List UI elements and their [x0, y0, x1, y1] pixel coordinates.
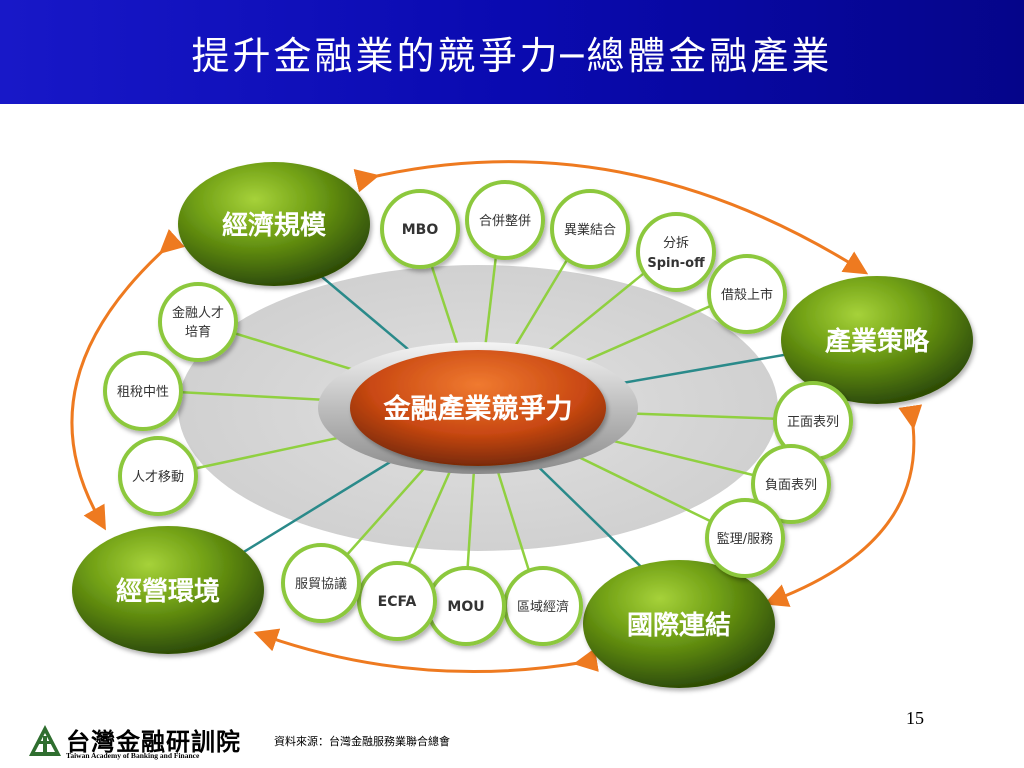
logo-text-cn: 台灣金融研訓院 — [66, 727, 241, 756]
arrow-top — [353, 160, 869, 275]
svg-text:金融人才: 金融人才 — [172, 305, 224, 321]
pillar-economies-of-scale: 經濟規模 — [178, 162, 370, 286]
svg-text:服貿協議: 服貿協議 — [295, 577, 347, 592]
bubble-merger: 合併整併 — [465, 180, 545, 260]
center-label: 金融產業競爭力 — [383, 393, 573, 425]
center-core — [350, 350, 606, 466]
pillar-label: 經營環境 — [116, 576, 220, 607]
bubble-ecfa: ECFA — [357, 561, 437, 641]
pillar-international-link: 國際連結 — [583, 560, 775, 688]
bubble-spin-off: 分拆 Spin-off — [636, 212, 716, 292]
competitiveness-diagram: 金融產業競爭力 經濟規模 產業策略 國際連結 經營環境 MBO 合併整併 異業結… — [70, 160, 973, 688]
bubble-mou: MOU — [426, 566, 506, 646]
bubble-talent-development: 金融人才 培育 — [158, 282, 238, 362]
svg-text:Spin-off: Spin-off — [647, 256, 705, 271]
svg-text:租稅中性: 租稅中性 — [117, 385, 169, 400]
logo-icon — [29, 725, 61, 756]
svg-text:MOU: MOU — [447, 599, 484, 615]
logo: 台灣金融研訓院 Taiwan Academy of Banking and Fi… — [28, 722, 258, 762]
arrow-left — [70, 229, 185, 531]
cycle-arrows — [70, 160, 923, 674]
svg-text:負面表列: 負面表列 — [765, 478, 817, 493]
source-note: 資料來源：台灣金融服務業聯合總會 — [274, 735, 450, 748]
bubble-regional-economy: 區域經濟 — [503, 566, 583, 646]
bubble-mbo: MBO — [380, 189, 460, 269]
bubble-tax-neutrality: 租稅中性 — [103, 351, 183, 431]
svg-text:培育: 培育 — [185, 324, 211, 340]
bubble-services-trade: 服貿協議 — [281, 543, 361, 623]
pillar-industry-strategy: 產業策略 — [781, 276, 973, 404]
arrow-bottom — [253, 628, 599, 674]
pillar-business-environment: 經營環境 — [72, 526, 264, 654]
logo-text-en: Taiwan Academy of Banking and Finance — [66, 751, 200, 760]
bubble-talent-mobility: 人才移動 — [118, 436, 198, 516]
svg-text:ECFA: ECFA — [378, 594, 417, 610]
slide-title: 提升金融業的競爭力─總體金融產業 — [191, 33, 833, 78]
bubble-supervision-service: 監理/服務 — [705, 498, 785, 578]
pillar-label: 產業策略 — [825, 326, 930, 357]
bubble-cross-industry: 異業結合 — [550, 189, 630, 269]
header-bar — [0, 0, 1024, 104]
svg-text:MBO: MBO — [402, 222, 439, 238]
svg-text:合併整併: 合併整併 — [479, 214, 531, 229]
svg-text:分拆: 分拆 — [663, 236, 689, 251]
svg-text:人才移動: 人才移動 — [132, 470, 184, 485]
svg-text:正面表列: 正面表列 — [787, 415, 839, 430]
svg-text:借殼上市: 借殼上市 — [721, 287, 773, 303]
page-number: 15 — [906, 708, 924, 728]
svg-text:區域經濟: 區域經濟 — [517, 599, 569, 615]
bubble-backdoor-listing: 借殼上市 — [707, 254, 787, 334]
svg-text:監理/服務: 監理/服務 — [717, 531, 773, 547]
pillar-label: 國際連結 — [627, 610, 731, 641]
arrow-right — [763, 404, 923, 607]
pillar-label: 經濟規模 — [222, 210, 327, 241]
bubble-negative-list: 負面表列 — [751, 444, 831, 524]
svg-text:異業結合: 異業結合 — [564, 222, 616, 238]
